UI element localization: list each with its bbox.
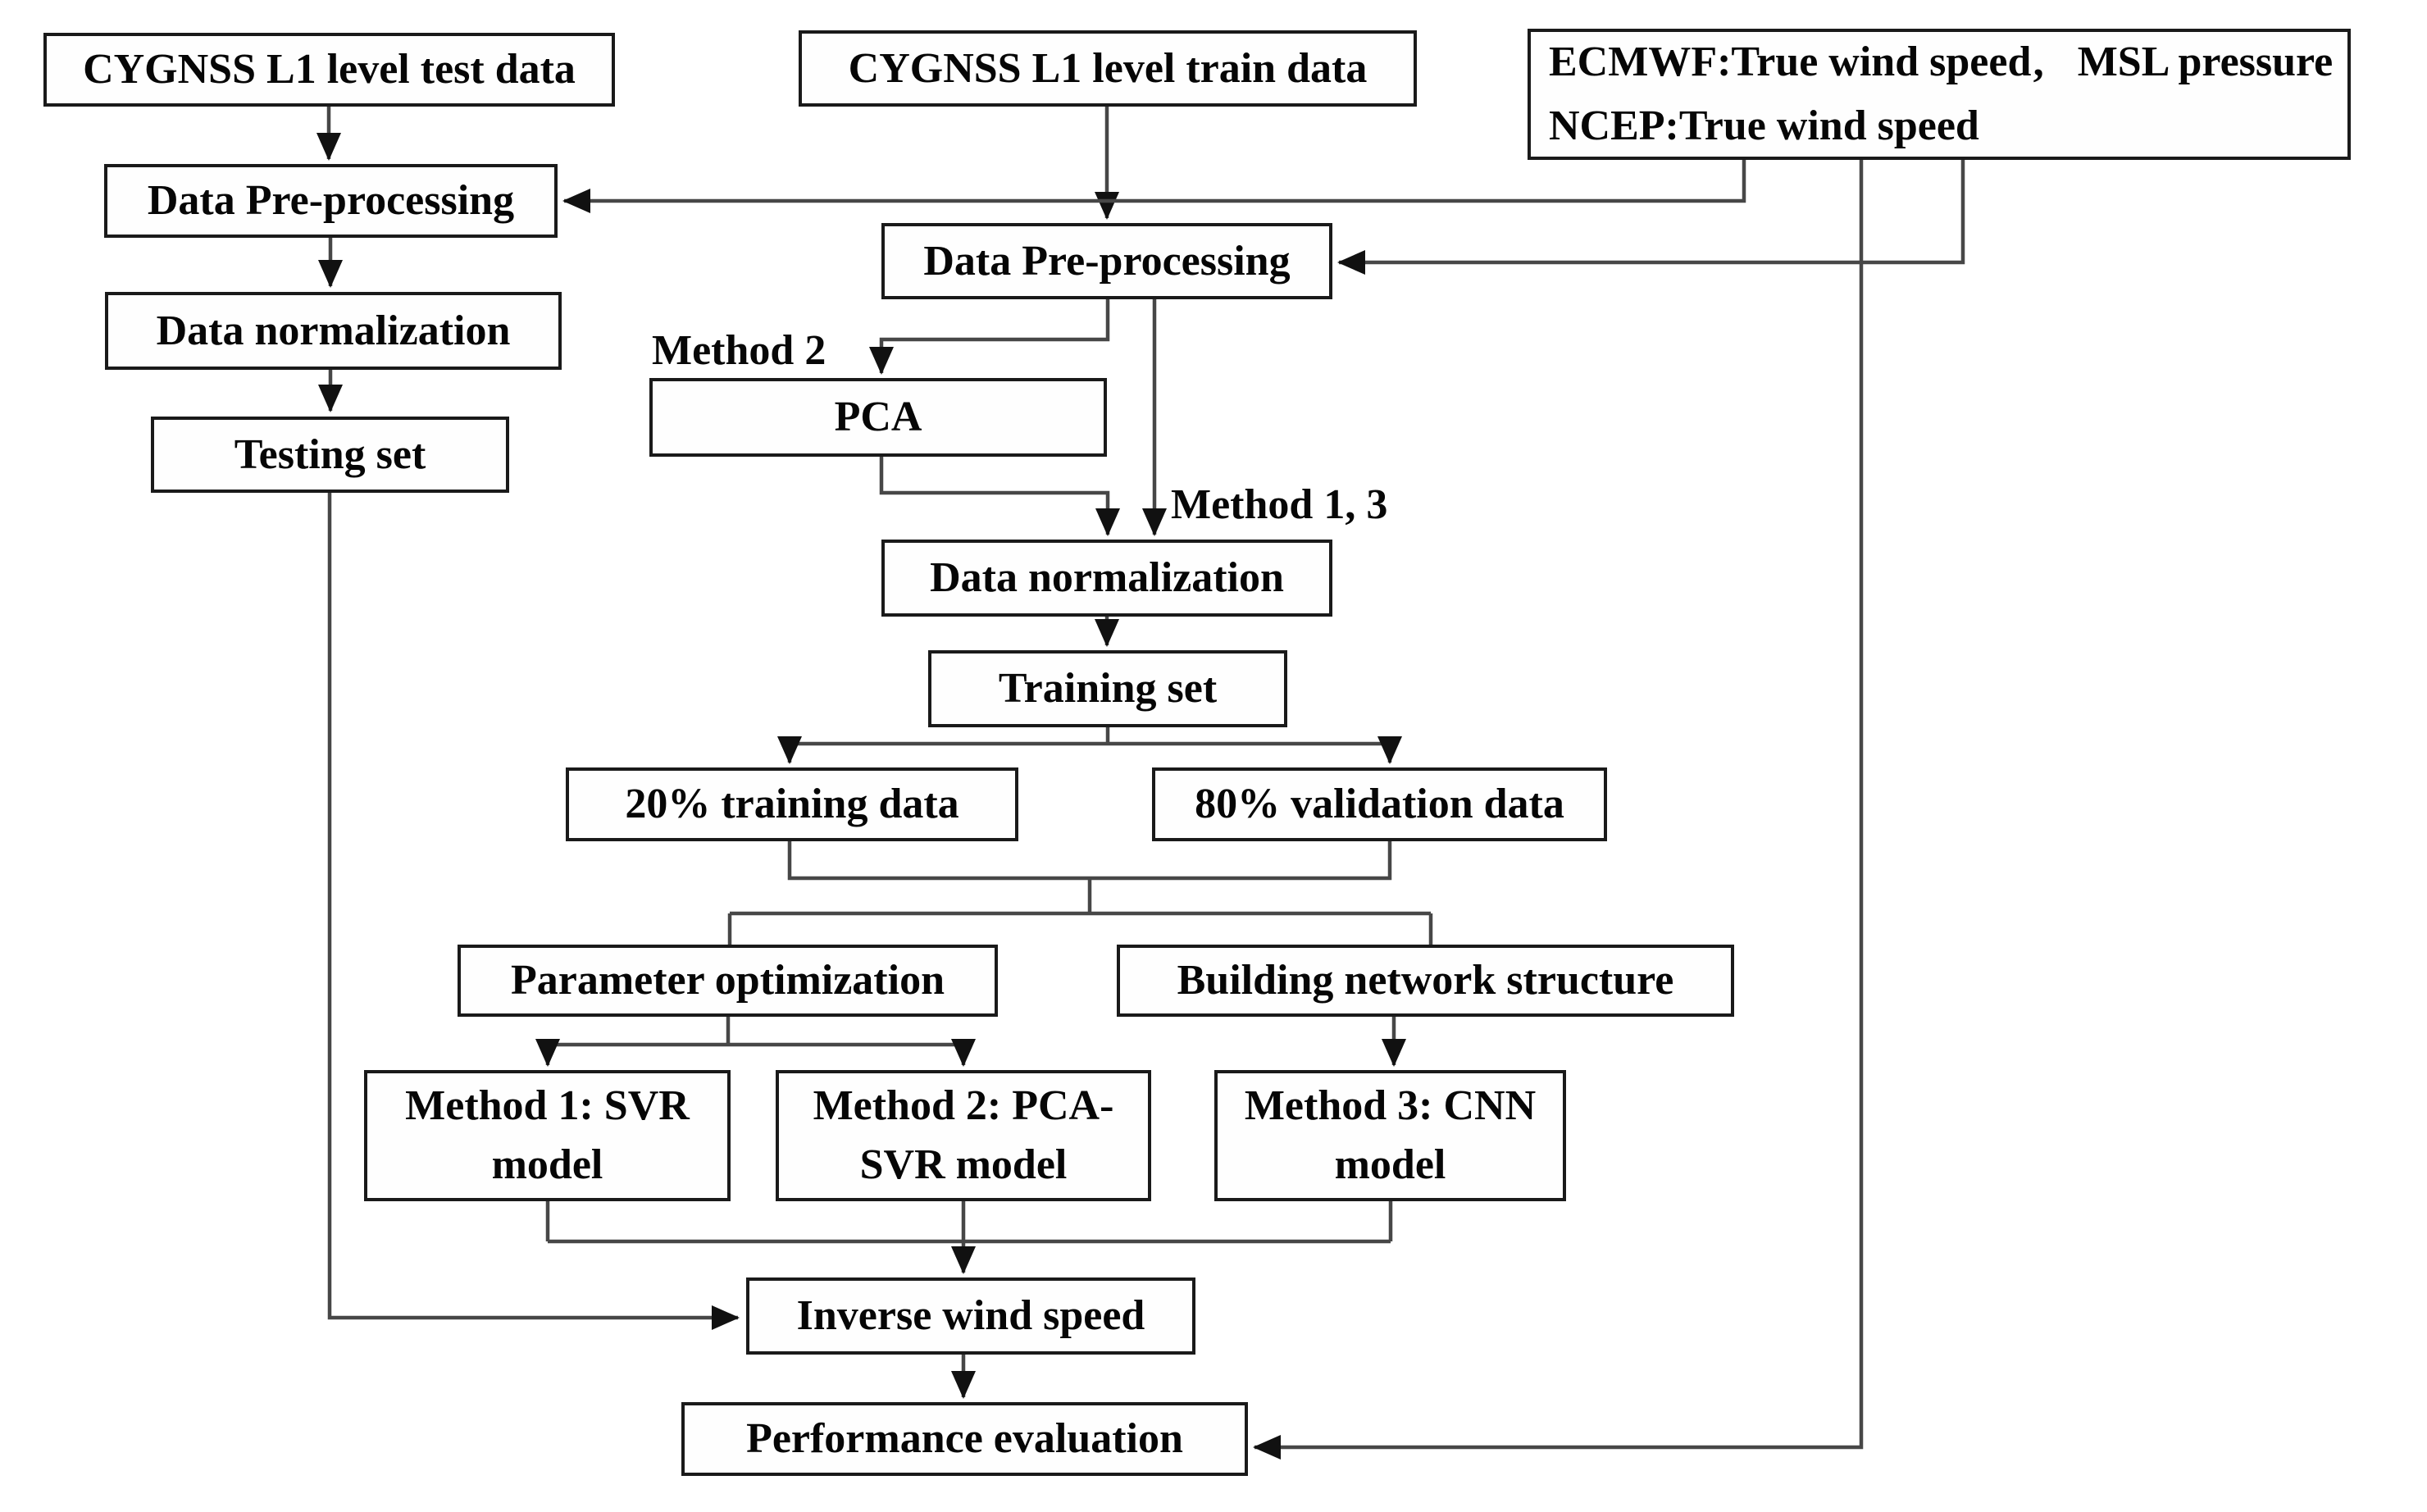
- node-cygnss-test-data: CYGNSS L1 level test data: [43, 33, 615, 107]
- node-cygnss-train-data: CYGNSS L1 level train data: [799, 30, 1417, 107]
- method-2-branch-label: Method 2: [652, 327, 826, 374]
- node-label: Method 2: PCA-: [813, 1082, 1114, 1129]
- node-label: SVR model: [859, 1141, 1068, 1188]
- edge-sources-to-preprocess-test: [562, 160, 1746, 213]
- node-label: Method 1: SVR: [405, 1082, 690, 1129]
- node-label: CYGNSS L1 level test data: [83, 46, 576, 93]
- edge-sources-to-performance: [1253, 160, 1864, 1460]
- node-preprocessing-test: Data Pre-processing: [104, 164, 558, 238]
- node-label: Method 3: CNN: [1244, 1082, 1537, 1129]
- node-label: model: [491, 1141, 603, 1188]
- method-1-3-branch-label: Method 1, 3: [1171, 481, 1388, 528]
- node-training-set: Training set: [928, 650, 1287, 727]
- node-label: model: [1334, 1141, 1446, 1188]
- node-training-20: 20% training data: [566, 767, 1018, 841]
- node-label: NCEP:True wind speed: [1549, 102, 1979, 149]
- node-validation-80: 80% validation data: [1152, 767, 1607, 841]
- node-label: Inverse wind speed: [796, 1292, 1145, 1339]
- node-label: Building network structure: [1177, 957, 1674, 1004]
- edge-merge-20-80: [787, 841, 1392, 881]
- node-label: Data normalization: [156, 307, 511, 354]
- node-normalization-test: Data normalization: [105, 292, 562, 370]
- node-label: Performance evaluation: [746, 1415, 1183, 1462]
- node-label: PCA: [834, 394, 922, 440]
- edge-preprocess-to-pca: [869, 299, 1110, 375]
- node-label: Testing set: [234, 430, 426, 478]
- edge-sources-to-preprocess-train: [1337, 160, 1965, 275]
- node-method3-cnn: Method 3: CNN model: [1214, 1070, 1566, 1201]
- node-normalization-train: Data normalization: [881, 540, 1332, 617]
- node-testing-set: Testing set: [151, 417, 509, 493]
- edge-testingset-to-inverse: [327, 493, 740, 1330]
- node-performance-evaluation: Performance evaluation: [681, 1402, 1248, 1476]
- node-method1-svr: Method 1: SVR model: [364, 1070, 731, 1201]
- node-label: Data Pre-processing: [923, 237, 1291, 285]
- node-label: Data Pre-processing: [147, 177, 515, 224]
- node-label: Training set: [998, 665, 1218, 712]
- node-label: ECMWF:True wind speed‚ MSL pressure: [1549, 39, 2334, 85]
- node-label: Parameter optimization: [511, 957, 945, 1004]
- node-label: Data normalization: [930, 554, 1284, 601]
- node-label: 20% training data: [625, 781, 959, 827]
- node-inverse-wind-speed: Inverse wind speed: [746, 1277, 1195, 1355]
- node-building-network: Building network structure: [1117, 945, 1734, 1017]
- node-method2-pca-svr: Method 2: PCA- SVR model: [776, 1070, 1151, 1201]
- node-label: CYGNSS L1 level train data: [848, 44, 1368, 92]
- node-preprocessing-train: Data Pre-processing: [881, 223, 1332, 299]
- node-label: 80% validation data: [1195, 781, 1564, 827]
- node-parameter-optimization: Parameter optimization: [458, 945, 998, 1017]
- node-pca: PCA: [649, 378, 1107, 457]
- edge-pca-to-normalization: [879, 457, 1120, 536]
